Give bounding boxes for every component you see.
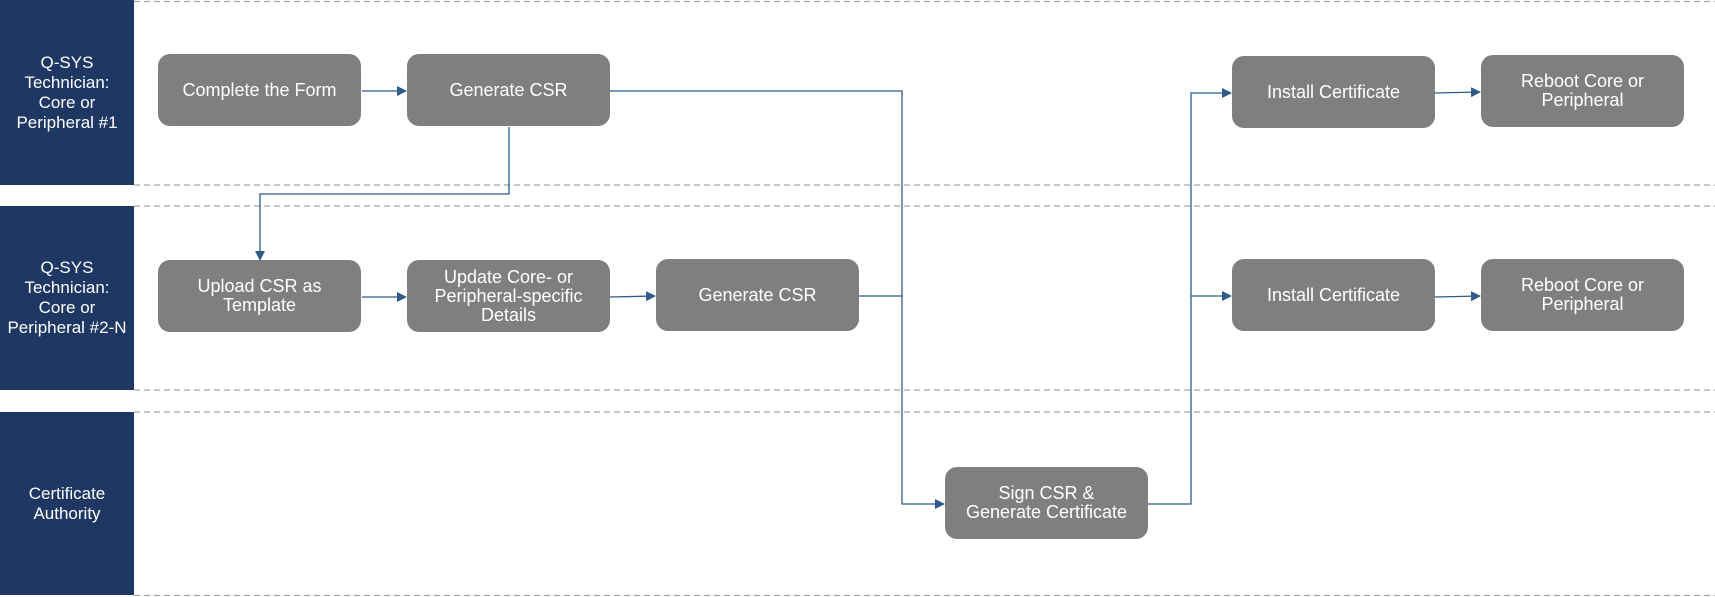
node-label: Reboot Core or Peripheral xyxy=(1520,275,1645,314)
node-reboot-core-or-peripheral-2: Reboot Core or Peripheral xyxy=(1481,259,1684,331)
node-label: Upload CSR as Template xyxy=(197,276,322,315)
node-label: Install Certificate xyxy=(1266,284,1401,305)
lane-label-technician-2-n: Q-SYS Technician: Core or Peripheral #2-… xyxy=(0,206,134,390)
lane-label-text: Q-SYS Technician: Core or Peripheral #1 xyxy=(16,52,118,132)
connector-update-to-generate-csr xyxy=(609,291,656,302)
node-update-specific-details: Update Core- or Peripheral-specific Deta… xyxy=(407,260,610,332)
connector-install-to-reboot-2 xyxy=(1434,291,1481,302)
node-install-certificate-2: Install Certificate xyxy=(1232,259,1435,331)
connector-sign-to-install-1 xyxy=(1148,88,1232,505)
node-generate-csr-1: Generate CSR xyxy=(407,54,610,126)
connector-generate-csr-to-upload xyxy=(255,127,510,261)
node-install-certificate-1: Install Certificate xyxy=(1232,56,1435,128)
lane-label-text: Q-SYS Technician: Core or Peripheral #2-… xyxy=(7,258,127,337)
node-label: Reboot Core or Peripheral xyxy=(1520,71,1645,110)
node-complete-the-form: Complete the Form xyxy=(158,54,361,126)
node-label: Install Certificate xyxy=(1266,81,1401,102)
node-label: Update Core- or Peripheral-specific Deta… xyxy=(434,266,583,325)
node-label: Sign CSR & Generate Certificate xyxy=(965,483,1128,522)
node-label: Complete the Form xyxy=(182,79,337,100)
lane-label-certificate-authority: Certificate Authority xyxy=(0,412,134,595)
node-generate-csr-2: Generate CSR xyxy=(656,259,859,331)
lane-label-technician-1: Q-SYS Technician: Core or Peripheral #1 xyxy=(0,0,134,185)
node-reboot-core-or-peripheral-1: Reboot Core or Peripheral xyxy=(1481,55,1684,127)
connector-install-to-reboot-1 xyxy=(1434,87,1481,98)
node-label: Generate CSR xyxy=(449,79,568,100)
node-upload-csr-as-template: Upload CSR as Template xyxy=(158,260,361,332)
lane-label-text: Certificate Authority xyxy=(28,483,106,523)
connector-generate-csr-to-sign xyxy=(610,90,945,509)
node-sign-csr-generate-certificate: Sign CSR & Generate Certificate xyxy=(945,467,1148,539)
node-label: Generate CSR xyxy=(698,284,817,305)
